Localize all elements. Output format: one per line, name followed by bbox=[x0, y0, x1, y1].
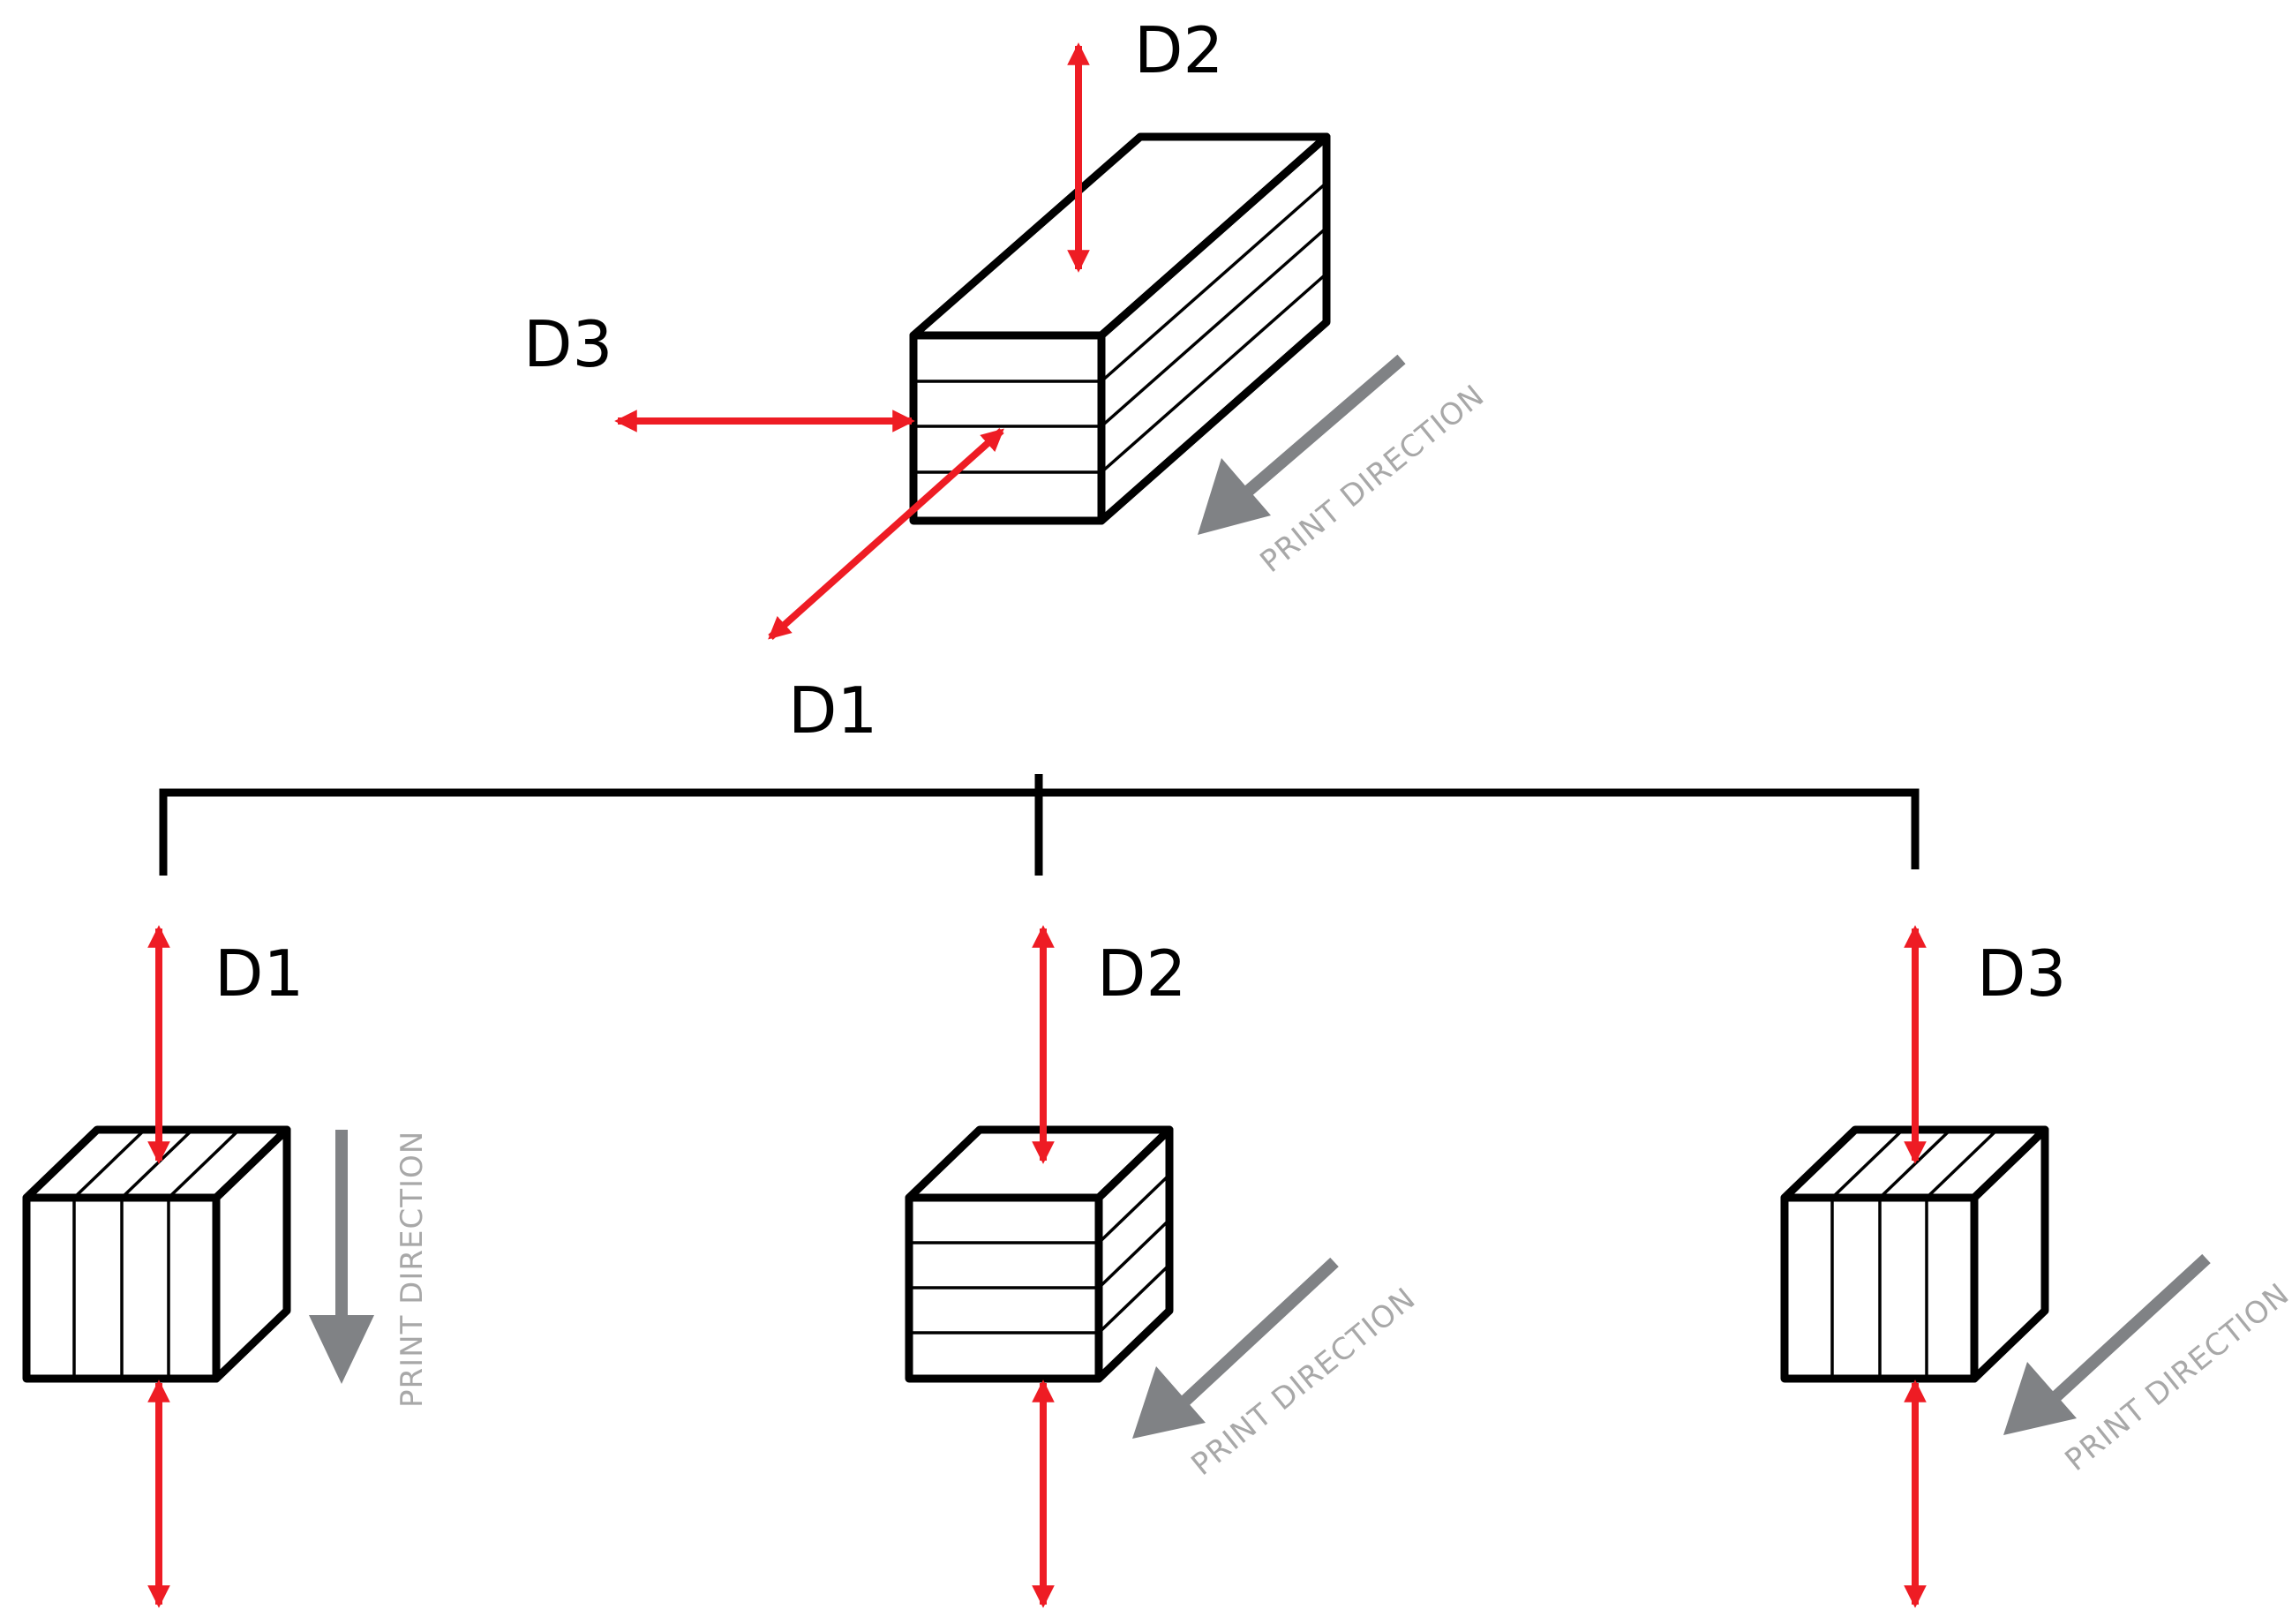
sample-d2-cube bbox=[905, 1125, 1174, 1383]
sample-d1-cube bbox=[22, 1125, 291, 1383]
sample-d3-label: D3 bbox=[1977, 936, 2066, 1011]
sample-d3: D3 PRINT DIRECTION bbox=[1780, 925, 2292, 1608]
sample-d1: D1 PRINT DIRECTION bbox=[22, 925, 430, 1608]
top-print-direction-label: PRINT DIRECTION bbox=[1253, 378, 1491, 580]
sample-d3-print-arrow-shaft bbox=[2052, 1253, 2211, 1402]
sample-d3-cube bbox=[1780, 1125, 2049, 1383]
sample-d3-print-arrow-head bbox=[2003, 1362, 2077, 1435]
sample-d1-print-arrow-head bbox=[309, 1315, 374, 1384]
top-force-arrows bbox=[614, 42, 1090, 640]
top-print-arrow-shaft bbox=[1240, 354, 1406, 500]
top-printed-bar bbox=[909, 132, 1331, 525]
sample-d2-print-arrow-head bbox=[1132, 1366, 1206, 1439]
sample-d3-print-direction-label: PRINT DIRECTION bbox=[2058, 1276, 2292, 1478]
sample-d2-print-direction-label: PRINT DIRECTION bbox=[1184, 1281, 1422, 1483]
sample-d1-print-direction-label: PRINT DIRECTION bbox=[395, 1131, 430, 1408]
sample-d1-label: D1 bbox=[214, 936, 304, 1011]
orientation-bracket bbox=[159, 774, 1920, 876]
top-d1-arrow bbox=[768, 428, 1004, 640]
top-print-arrow-head bbox=[1198, 458, 1271, 535]
top-label-d1: D1 bbox=[788, 673, 877, 748]
top-bar-front-face bbox=[909, 331, 1106, 525]
top-label-d2: D2 bbox=[1134, 13, 1223, 87]
sample-d2-label: D2 bbox=[1097, 936, 1186, 1011]
sample-d2-print-arrow-shaft bbox=[1181, 1257, 1339, 1406]
top-label-d3: D3 bbox=[523, 307, 612, 381]
sample-d2: D2 PRINT DIRECTION bbox=[905, 925, 1423, 1608]
